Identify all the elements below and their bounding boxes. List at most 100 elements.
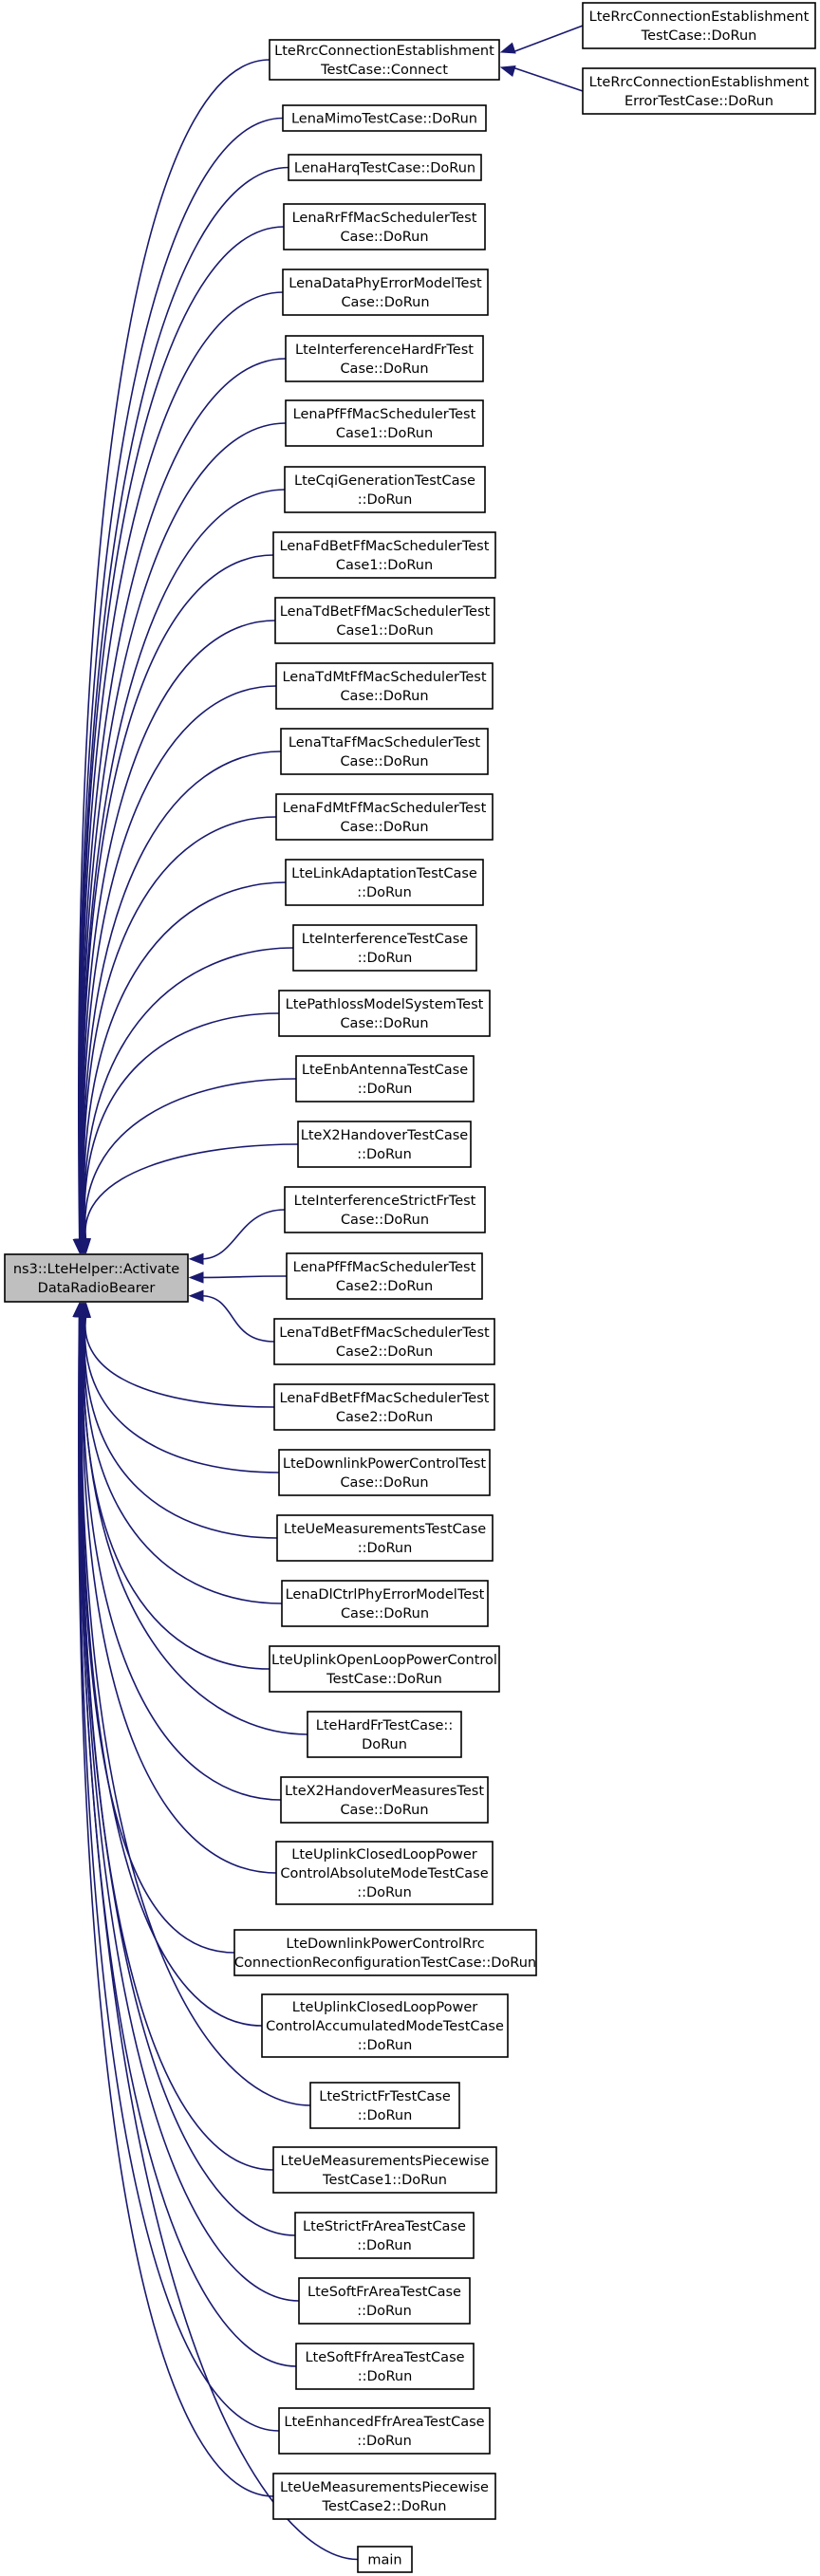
node-label: TestCase2::DoRun [322, 2499, 447, 2514]
node-box [272, 2146, 497, 2194]
edge-n33-root [74, 1302, 296, 2236]
node-n17[interactable]: LteX2HandoverTestCase::DoRun [297, 1121, 472, 1168]
node-n37[interactable]: LteUeMeasurementsPiecewiseTestCase2::DoR… [272, 2473, 496, 2520]
node-n26[interactable]: LteHardFrTestCase::DoRun [307, 1711, 462, 1758]
edge-line [84, 1314, 278, 1539]
node-box [286, 1252, 483, 1300]
node-n35[interactable]: LteSoftFfrAreaTestCase::DoRun [295, 2343, 475, 2390]
node-n13[interactable]: LteLinkAdaptationTestCase::DoRun [285, 859, 484, 906]
node-label: ConnectionReconfigurationTestCase::DoRun [234, 1955, 536, 1971]
node-label: LteX2HandoverTestCase [301, 1128, 468, 1143]
edge-line [78, 1314, 280, 2432]
node-box [281, 1580, 489, 1627]
node-n25[interactable]: LteUplinkOpenLoopPowerControlTestCase::D… [269, 1645, 500, 1693]
node-label: ::DoRun [358, 1541, 413, 1556]
node-n33[interactable]: LteStrictFrAreaTestCase::DoRun [294, 2212, 475, 2259]
node-label: ::DoRun [357, 1885, 412, 1900]
node-label: Case1::DoRun [336, 623, 433, 639]
node-box [292, 924, 477, 972]
node-label: main [367, 2553, 401, 2568]
node-label: LteSoftFfrAreaTestCase [305, 2350, 464, 2365]
node-box [269, 1645, 500, 1693]
node-label: LenaPfFfMacSchedulerTest [293, 1260, 476, 1275]
node-box [282, 269, 489, 316]
node-n2[interactable]: LenaHarqTestCase::DoRun [288, 154, 482, 181]
arrowhead [72, 1302, 84, 1318]
node-box [282, 104, 487, 132]
node-box [582, 2, 816, 49]
edge-line [200, 1294, 275, 1343]
node-box [284, 466, 486, 513]
node-box [233, 1929, 537, 1976]
node-label: ns3::LteHelper::Activate [13, 1262, 179, 1277]
edge-line [79, 1314, 300, 2302]
edge-n7-root [75, 489, 286, 1254]
node-r0[interactable]: LteRrcConnectionEstablishmentTestCase::D… [582, 2, 816, 49]
node-n30[interactable]: LteUplinkClosedLoopPowerControlAccumulat… [261, 1993, 509, 2058]
node-n31[interactable]: LteStrictFrTestCase::DoRun [309, 2082, 460, 2129]
edge-n35-root [73, 1302, 297, 2367]
edge-n23-root [78, 1302, 278, 1539]
node-label: LteSoftFrAreaTestCase [308, 2285, 461, 2300]
node-n38[interactable]: main [357, 2546, 413, 2573]
edge-line [81, 1314, 235, 1954]
node-n1[interactable]: LenaMimoTestCase::DoRun [282, 104, 487, 132]
node-label: LteLinkAdaptationTestCase [291, 866, 477, 881]
node-box [272, 531, 496, 579]
node-label: TestCase1::DoRun [322, 2173, 447, 2188]
node-n34[interactable]: LteSoftFrAreaTestCase::DoRun [298, 2277, 471, 2325]
node-label: LteDownlinkPowerControlRrc [286, 1937, 484, 1952]
edge-line [200, 1275, 288, 1279]
edges-layer [72, 25, 584, 2561]
node-n29[interactable]: LteDownlinkPowerControlRrcConnectionReco… [233, 1929, 537, 1976]
node-n36[interactable]: LteEnhancedFfrAreaTestCase::DoRun [278, 2407, 491, 2455]
node-r1[interactable]: LteRrcConnectionEstablishmentErrorTestCa… [582, 67, 816, 115]
edge-n21-root [79, 1302, 275, 1408]
node-label: DoRun [362, 1737, 407, 1752]
edge-line [84, 1143, 299, 1242]
edge-r0-n0 [499, 25, 584, 54]
node-n7[interactable]: LteCqiGenerationTestCase::DoRun [284, 466, 486, 513]
edge-line [80, 1314, 263, 2027]
node-label: TestCase::Connect [320, 63, 448, 78]
node-label: ControlAccumulatedModeTestCase [266, 2019, 504, 2034]
node-n23[interactable]: LteUeMeasurementsTestCase::DoRun [276, 1514, 494, 1562]
node-label: ::DoRun [357, 2304, 412, 2319]
node-box [269, 39, 500, 81]
edge-n27-root [77, 1302, 282, 1801]
node-label: LteEnbAntennaTestCase [302, 1063, 468, 1078]
node-label: LteX2HandoverMeasuresTest [285, 1784, 484, 1799]
node-label: ::DoRun [358, 951, 413, 966]
node-n28[interactable]: LteUplinkClosedLoopPowerControlAbsoluteM… [275, 1841, 494, 1905]
node-label: LenaTdBetFfMacSchedulerTest [280, 604, 491, 620]
node-label: LenaMimoTestCase::DoRun [291, 112, 477, 127]
node-n0[interactable]: LteRrcConnectionEstablishmentTestCase::C… [269, 39, 500, 81]
edge-line [81, 620, 276, 1242]
edge-line [200, 1209, 286, 1260]
node-n14[interactable]: LteInterferenceTestCase::DoRun [292, 924, 477, 972]
node-n32[interactable]: LteUeMeasurementsPiecewiseTestCase1::DoR… [272, 2146, 497, 2194]
edge-line [84, 1012, 280, 1242]
edge-n20-root [188, 1289, 275, 1343]
node-box [288, 154, 482, 181]
edge-line [77, 59, 270, 1242]
node-n16[interactable]: LteEnbAntennaTestCase::DoRun [295, 1055, 475, 1103]
